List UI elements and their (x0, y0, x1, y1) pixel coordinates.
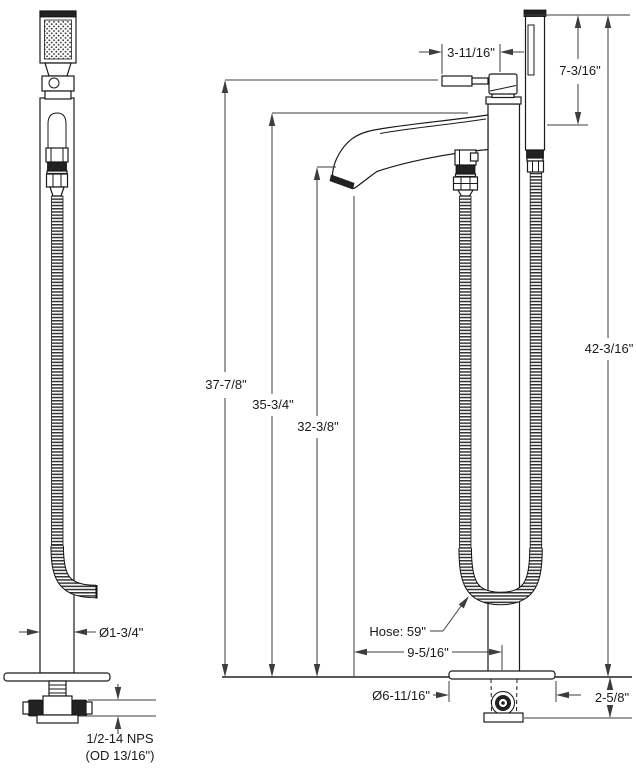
handshower-neck (44, 62, 72, 77)
dock-recess (47, 112, 67, 150)
dim-column-diameter: Ø1-3/4" (19, 625, 144, 640)
dim-below-floor: 2-5/8" (592, 677, 632, 718)
lever-handle (441, 73, 522, 105)
inlet-nut-left (27, 699, 44, 717)
handshower-grip (44, 90, 72, 100)
dimension-label-column-diameter: Ø1-3/4" (99, 625, 144, 640)
front-handshower (39, 10, 77, 100)
handshower-cap (39, 10, 77, 18)
front-view-figure (3, 10, 111, 724)
dimension-label-inlet-thread-od: (OD 13/16") (86, 748, 155, 763)
side-hose-connector (452, 149, 479, 197)
holder-bracket (41, 75, 75, 92)
dimension-label-handshower-height: 7-3/16" (559, 63, 601, 78)
dimension-label-spout-reach: 9-5/16" (407, 645, 449, 660)
dimensions: 37-7/8" 35-3/4" 32-3/8" 42-3/16" (19, 14, 634, 763)
front-hose-connector (45, 147, 69, 197)
dim-spout-outlet-height: 32-3/8" (297, 167, 339, 677)
inlet-cap-left (22, 701, 30, 715)
dim-hose-length: Hose: 59" (369, 596, 469, 639)
front-mount-plate (36, 714, 79, 724)
side-handshower (523, 9, 547, 173)
side-hose (458, 171, 543, 606)
dimension-label-handle-height: 37-7/8" (205, 377, 247, 392)
front-roughin (22, 680, 93, 724)
dim-handshower-height: 7-3/16" (559, 15, 601, 125)
handle-hub (488, 73, 518, 95)
dimension-label-overall-height: 42-3/16" (585, 341, 634, 356)
handle-bar (441, 75, 473, 87)
inlet-nut-right (71, 699, 88, 717)
side-mount-plate (483, 712, 524, 723)
dim-inlet-thread: 1/2-14 NPS (OD 13/16") (80, 684, 156, 763)
side-view-figure (329, 9, 556, 723)
dimension-label-inlet-thread: 1/2-14 NPS (86, 731, 154, 746)
side-base-plate (448, 670, 556, 680)
side-column (487, 103, 521, 673)
dimension-label-spout-outlet-height: 32-3/8" (297, 419, 339, 434)
dim-base-diameter: Ø6-11/16" (372, 681, 581, 703)
dimension-label-spout-top-height: 35-3/4" (252, 397, 294, 412)
dim-spout-top-height: 35-3/4" (252, 113, 294, 677)
spray-face (44, 19, 72, 60)
handshower-cap-side (523, 9, 547, 17)
spout-aerator (329, 174, 355, 190)
tub-spout (329, 114, 489, 190)
side-roughin (483, 678, 524, 723)
dim-handle-reach: 3-11/16" (419, 44, 524, 74)
dim-overall-height: 42-3/16" (585, 15, 634, 677)
dim-handle-height: 37-7/8" (205, 80, 247, 677)
front-hose (50, 195, 98, 599)
front-base-plate (3, 672, 111, 682)
dimension-label-below-floor: 2-5/8" (595, 690, 630, 705)
dimension-label-base-diameter: Ø6-11/16" (372, 688, 430, 703)
holder-hole (48, 77, 60, 89)
dimension-label-hose-length: Hose: 59" (369, 624, 426, 639)
dimension-label-handle-reach: 3-11/16" (447, 45, 495, 60)
inlet-cap-right (85, 701, 93, 715)
dim-spout-reach: 9-5/16" (354, 645, 503, 670)
